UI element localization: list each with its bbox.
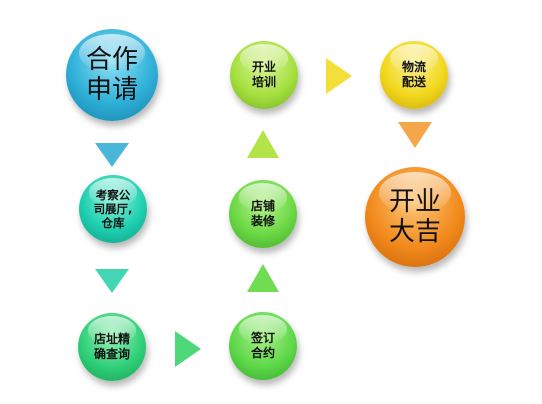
triangle-down-icon — [95, 269, 129, 293]
step-address-label: 店址精 确查询 — [93, 332, 130, 361]
triangle-down-icon — [398, 122, 432, 148]
step-training-node: 开业 培训 — [230, 41, 298, 109]
step-address-node: 店址精 确查询 — [78, 313, 146, 381]
step-opening-label: 开业 大吉 — [388, 187, 441, 247]
step-training-label: 开业 培训 — [251, 60, 276, 89]
step-decorate-label: 店铺 装修 — [250, 199, 275, 228]
step-inspect-label: 考察公 司展厅, 仓库 — [93, 188, 133, 230]
triangle-down-icon — [95, 143, 129, 167]
triangle-right-icon — [326, 58, 352, 94]
step-contract-label: 签订 合约 — [250, 331, 275, 360]
step-delivery-label: 物流 配送 — [401, 60, 426, 89]
step-delivery-node: 物流 配送 — [380, 41, 448, 109]
triangle-up-icon — [247, 264, 279, 292]
triangle-up-icon — [247, 130, 279, 158]
step-apply-label: 合作 申请 — [85, 45, 138, 105]
triangle-right-icon — [175, 331, 201, 367]
step-inspect-node: 考察公 司展厅, 仓库 — [79, 175, 147, 243]
step-contract-node: 签订 合约 — [229, 312, 297, 380]
step-opening-node: 开业 大吉 — [365, 167, 465, 267]
step-decorate-node: 店铺 装修 — [229, 180, 297, 248]
step-apply-node: 合作 申请 — [66, 29, 158, 121]
